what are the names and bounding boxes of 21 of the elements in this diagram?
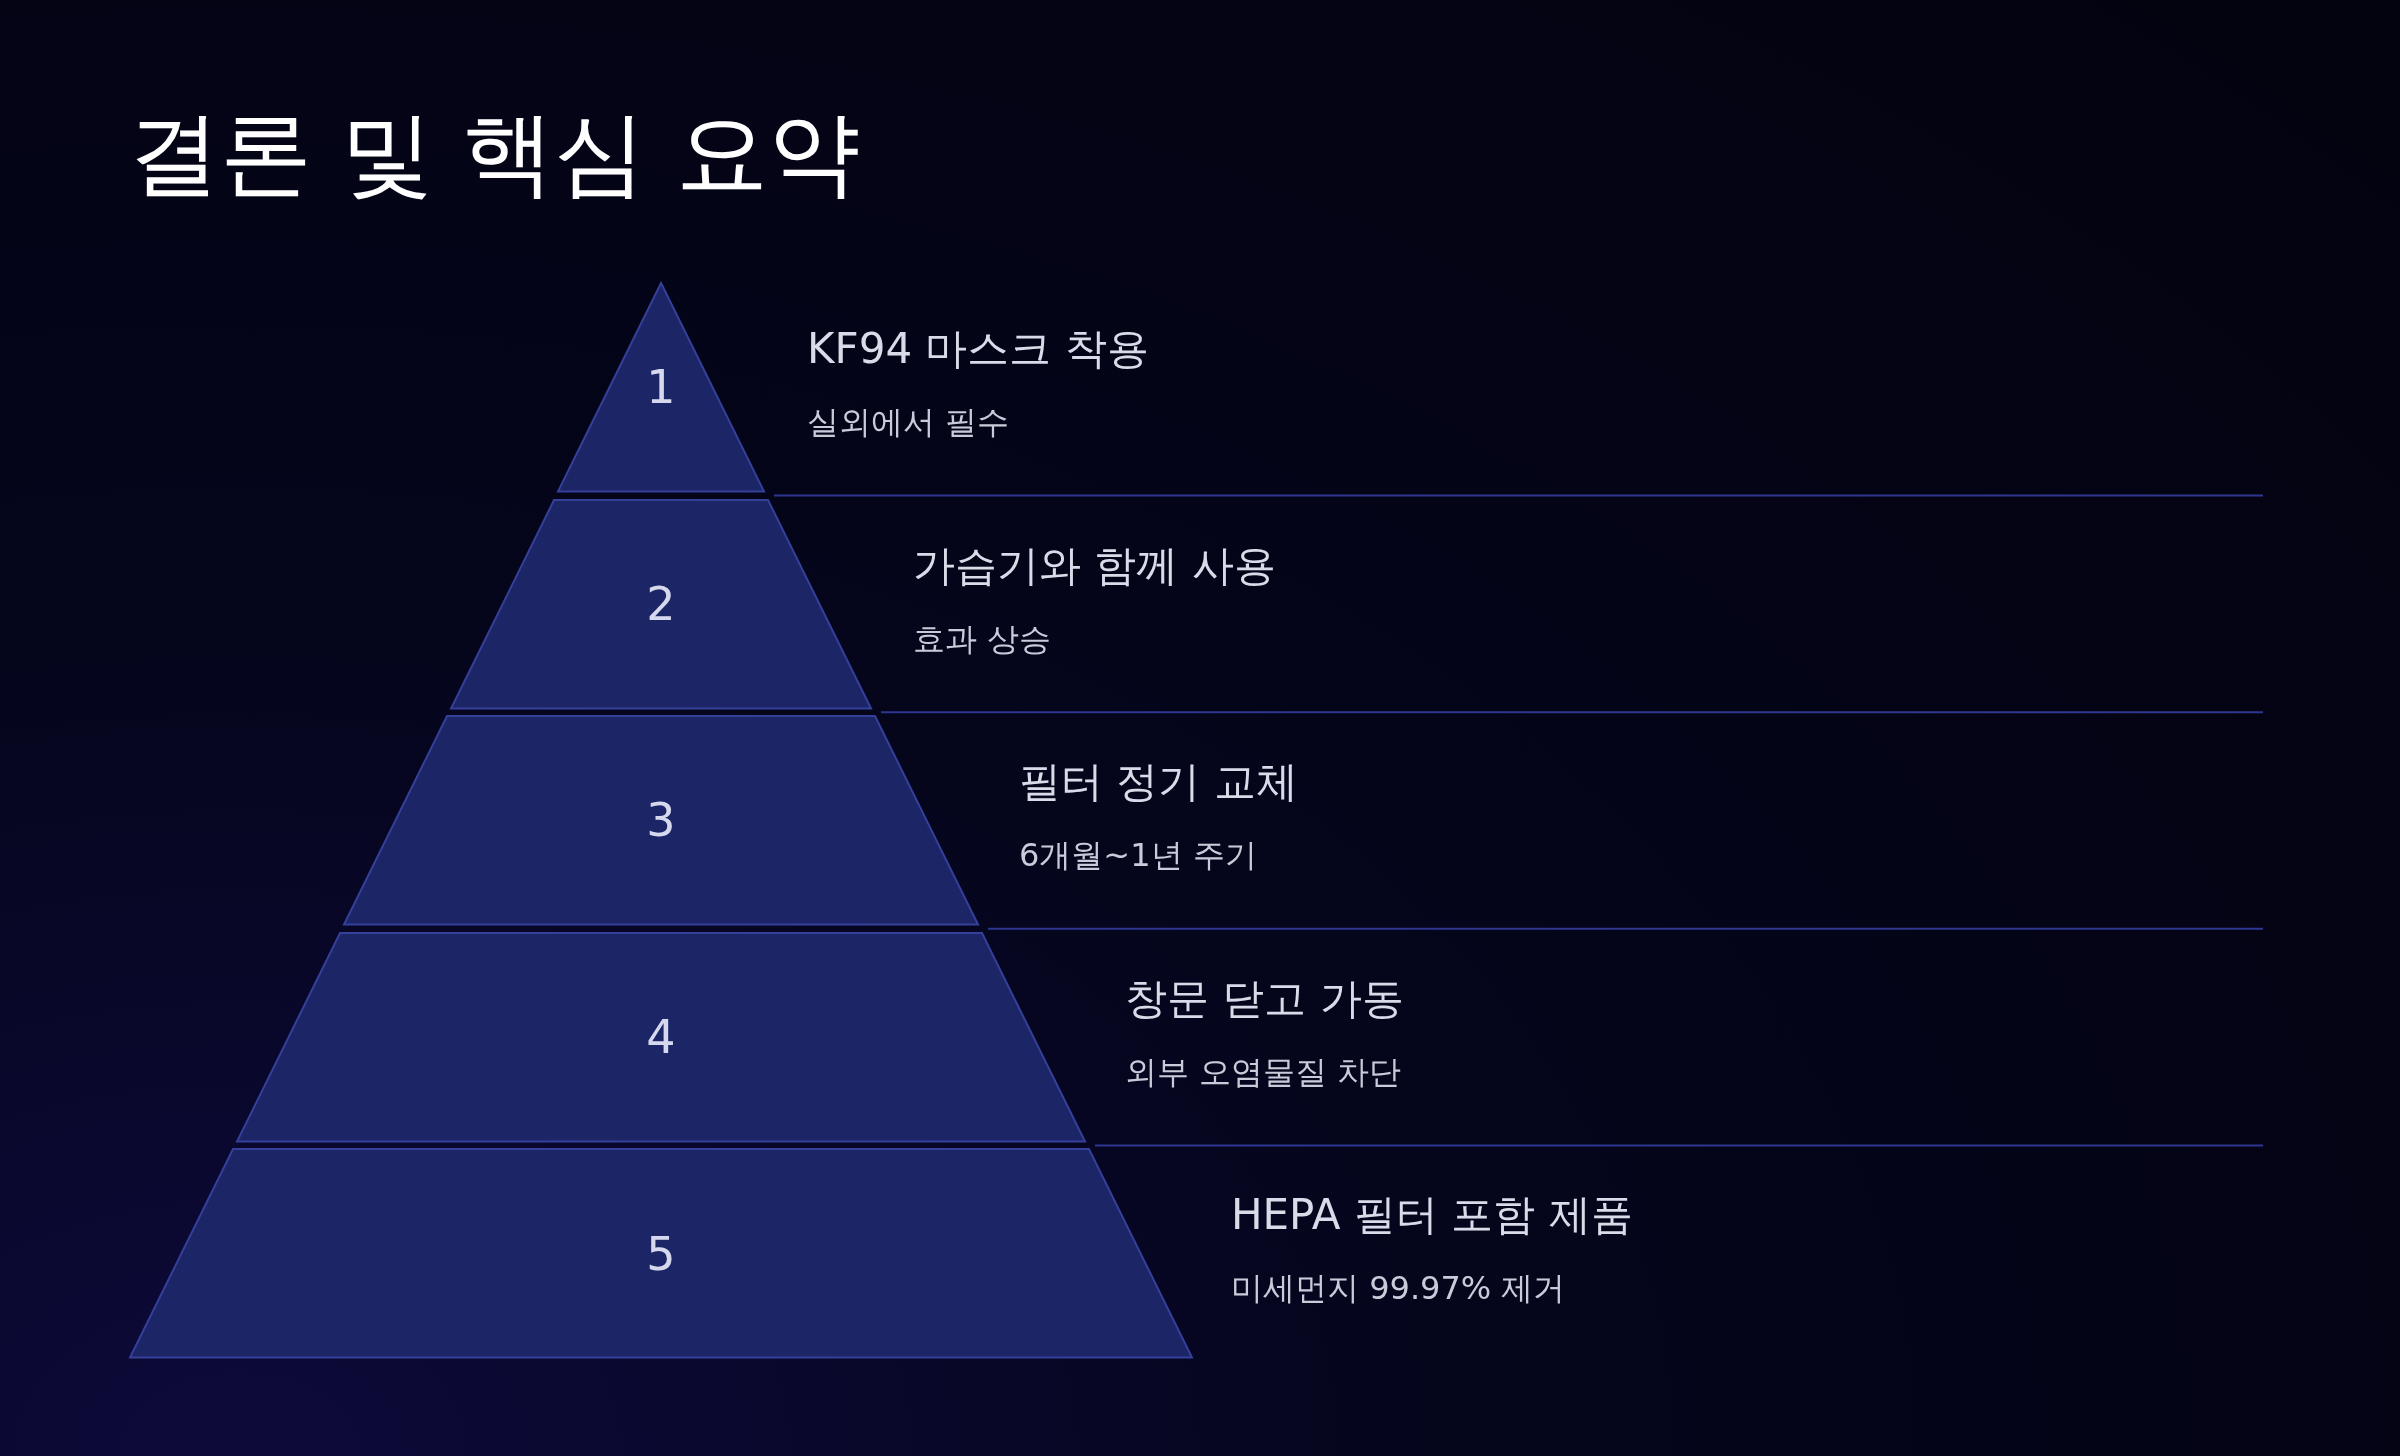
pyramid-tier [557, 283, 764, 492]
pyramid-tier [130, 1149, 1192, 1358]
tier-description: 실외에서 필수 [807, 402, 1010, 443]
tier-description: 효과 상승 [913, 618, 1052, 660]
tier-number: 4 [646, 1010, 676, 1065]
tier-description: 외부 오염물질 차단 [1125, 1051, 1402, 1093]
tier-number: 5 [646, 1226, 676, 1281]
tier-heading: 가습기와 함께 사용 [913, 539, 1276, 592]
tier-number: 1 [646, 360, 676, 415]
tier-number: 2 [646, 576, 676, 631]
tier-heading: 필터 정기 교체 [1019, 756, 1298, 809]
tier-description: 미세먼지 99.97% 제거 [1231, 1268, 1566, 1310]
tier-number: 3 [646, 793, 676, 848]
tier-heading: HEPA 필터 포함 제품 [1231, 1189, 1633, 1242]
pyramid-tier [237, 932, 1085, 1142]
title: 결론 및 핵심 요약 [128, 99, 860, 209]
pyramid-tier [450, 499, 871, 709]
tier-heading: 창문 닫고 가동 [1125, 972, 1404, 1025]
tier-description: 6개월~1년 주기 [1019, 835, 1257, 877]
tier-heading: KF94 마스크 착용 [807, 323, 1149, 375]
pyramid-tier [343, 716, 978, 925]
